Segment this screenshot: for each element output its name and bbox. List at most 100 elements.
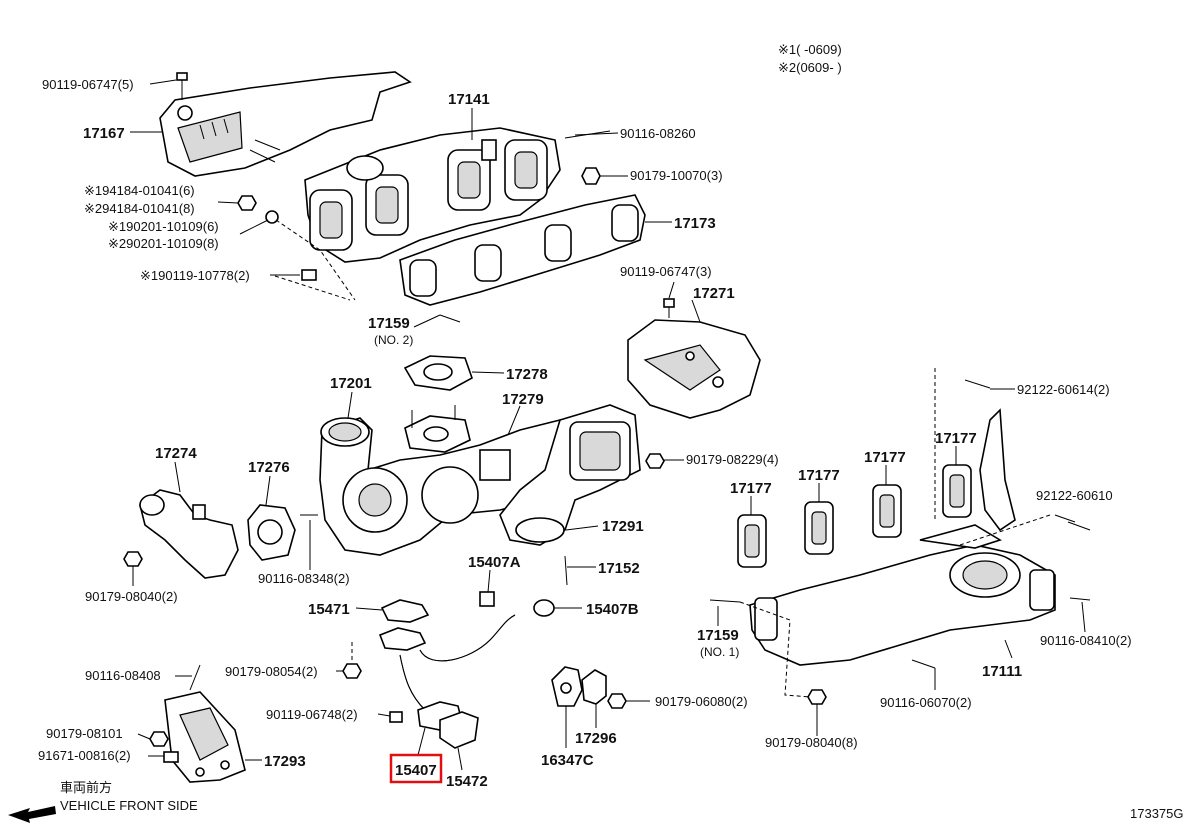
direction-en: VEHICLE FRONT SIDE — [60, 798, 198, 813]
stud-icon — [964, 379, 991, 389]
part-label: ※190119-10778(2) — [140, 268, 250, 283]
turbo-support-bracket — [164, 691, 246, 783]
part-label: 17296 — [575, 730, 617, 747]
bolt-icon — [176, 72, 188, 100]
legend: ※1( -0609) ※2(0609- ) — [778, 42, 842, 75]
part-label: 15471 — [308, 601, 350, 618]
part-label: 17278 — [506, 366, 548, 383]
part-label: 90179-08040(8) — [765, 735, 858, 750]
stud-icon — [439, 314, 461, 323]
heat-insulator-upper — [159, 71, 412, 177]
part-label: 16347C — [541, 752, 594, 769]
leader-lines — [130, 79, 1086, 771]
water-gasket — [551, 666, 607, 707]
part-label: (NO. 1) — [700, 645, 739, 659]
nut-icon — [807, 689, 827, 705]
part-label: 90119-06747(3) — [620, 264, 712, 279]
nut-icon — [581, 167, 601, 185]
part-label: 15407A — [468, 554, 521, 571]
part-label: 17177 — [798, 467, 840, 484]
part-label: 17274 — [155, 445, 197, 462]
turbo-inlet-elbow — [139, 489, 239, 579]
part-label: 17167 — [83, 125, 125, 142]
part-label: 17276 — [248, 459, 290, 476]
washer-icon — [265, 210, 279, 224]
nut-icon — [342, 663, 362, 679]
part-label: 17159 — [368, 315, 410, 332]
intake-gasket — [804, 501, 834, 555]
part-label: ※194184-01041(6) — [84, 183, 195, 198]
exhaust-pipe — [499, 404, 641, 546]
direction-label: 車両前方 VEHICLE FRONT SIDE — [60, 780, 198, 813]
nut-icon — [149, 731, 169, 747]
part-label: 92122-60610 — [1036, 488, 1113, 503]
part-label: 17141 — [448, 91, 490, 108]
part-label: 90116-06070(2) — [880, 695, 972, 710]
part-label: 17111 — [982, 663, 1022, 680]
part-label: (NO. 2) — [374, 333, 413, 347]
bolt-icon — [301, 269, 317, 281]
turbo-heat-insulator — [627, 319, 761, 419]
part-label: 90119-06748(2) — [266, 707, 358, 722]
part-label: 17177 — [730, 480, 772, 497]
intake-manifold — [749, 524, 1056, 666]
part-label: 90119-06747(5) — [42, 77, 134, 92]
stud-icon — [564, 555, 568, 586]
direction-jp: 車両前方 — [60, 780, 112, 795]
highlight-box — [389, 753, 443, 784]
part-label: 17201 — [330, 375, 372, 392]
part-label: 17159 — [697, 627, 739, 644]
part-label: ※190201-10109(6) — [108, 219, 219, 234]
bolt-icon — [479, 591, 495, 607]
legend-line-1: ※1( -0609) — [778, 42, 842, 57]
part-label: 17293 — [264, 753, 306, 770]
intake-gasket — [942, 464, 972, 518]
nut-icon — [607, 693, 627, 709]
nut-icon — [123, 551, 143, 567]
part-label: 90179-06080(2) — [655, 694, 748, 709]
part-label: ※294184-01041(8) — [84, 201, 195, 216]
part-label: 91671-00816(2) — [38, 748, 131, 763]
oil-inlet-pipe — [378, 599, 516, 662]
part-label: 90116-08410(2) — [1040, 633, 1132, 648]
intake-gasket — [737, 514, 767, 568]
exhaust-manifold — [304, 127, 561, 263]
part-label: 92122-60614(2) — [1017, 382, 1110, 397]
stud-icon — [1069, 597, 1091, 601]
stud-icon — [1067, 521, 1091, 531]
turbocharger — [319, 417, 566, 556]
part-label: 17177 — [864, 449, 906, 466]
nut-icon — [237, 195, 257, 211]
stud-icon — [189, 664, 201, 691]
bolt-icon — [389, 711, 403, 723]
turbo-gasket-flange — [404, 405, 471, 453]
part-labels: 90119-06747(5) 17167 17141 90116-08260 9… — [38, 77, 1132, 790]
part-label: 17279 — [502, 391, 544, 408]
part-label: 15407B — [586, 601, 639, 618]
part-label: 17173 — [674, 215, 716, 232]
part-label: 17271 — [693, 285, 735, 302]
dashed-guide-lines — [274, 219, 1051, 698]
part-label: 90116-08408 — [85, 668, 161, 683]
intake-heat-insulator — [979, 408, 1016, 532]
bolt-icon — [663, 298, 675, 318]
oil-return-pipe — [399, 654, 479, 749]
nut-icon — [645, 453, 665, 469]
part-label: ※290201-10109(8) — [108, 236, 219, 251]
diagram-id: 173375G — [1130, 806, 1184, 821]
legend-line-2: ※2(0609- ) — [778, 60, 842, 75]
turbo-inlet-gasket — [247, 504, 296, 561]
part-label: 90179-08054(2) — [225, 664, 318, 679]
part-label: 90179-08040(2) — [85, 589, 178, 604]
part-label: 90179-08101 — [46, 726, 123, 741]
part-label: 17152 — [598, 560, 640, 577]
part-label: 90116-08348(2) — [258, 571, 350, 586]
vehicle-front-arrow-icon — [8, 806, 56, 823]
part-label: 15472 — [446, 773, 488, 790]
intake-gasket — [872, 484, 902, 538]
part-label: 17177 — [935, 430, 977, 447]
turbo-gasket-upper — [403, 355, 473, 391]
highlighted-part-label[interactable]: 15407 — [395, 762, 437, 779]
